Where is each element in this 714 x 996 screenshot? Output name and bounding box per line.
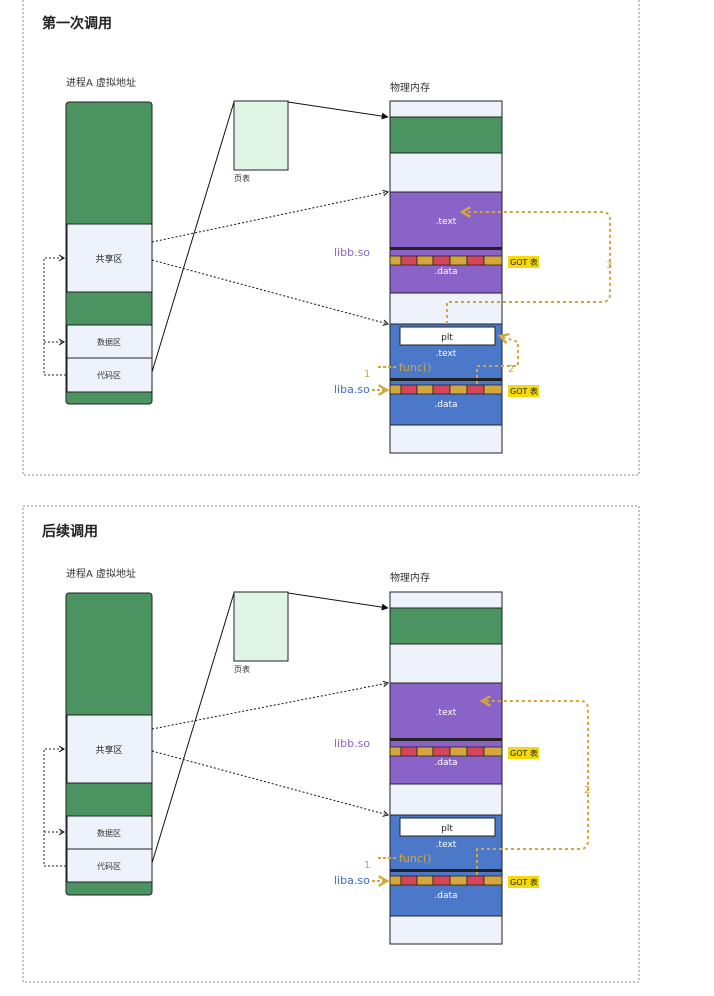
virtual-memory-column [65, 101, 153, 405]
libb-label: libb.so [334, 737, 370, 750]
liba-got-label: GOT 表 [510, 386, 538, 396]
func-label: func() [399, 852, 431, 865]
libb-text-label: .text [436, 708, 457, 718]
page-table [233, 591, 289, 662]
page-table-label: 页表 [234, 173, 250, 183]
libb-got-badge [508, 256, 539, 268]
plt-label: plt [441, 333, 453, 343]
page-table-label: 页表 [234, 664, 250, 674]
plt-label: plt [441, 824, 453, 834]
pagetable-to-phys-arrow [287, 592, 389, 611]
liba-data-label: .data [434, 400, 457, 410]
pagetable-to-phys-arrow [287, 101, 389, 120]
libb-label: libb.so [334, 246, 370, 259]
step1-number: 1 [364, 369, 370, 380]
panel-title: 第一次调用 [42, 15, 112, 32]
libb-block [389, 682, 503, 785]
libb-got-label: GOT 表 [510, 257, 538, 267]
plt-box [399, 817, 496, 837]
phys-mem-label: 物理内存 [390, 571, 430, 584]
page-table [233, 100, 289, 171]
code-to-shared-link [43, 745, 66, 867]
panel-subsequent-call: 后续调用 进程A 虚拟地址 共享区 数据区 代码区 页表 物理内存 [22, 505, 640, 983]
liba-data-label: .data [434, 891, 457, 901]
shared-region [66, 223, 153, 293]
libb-got-cells [389, 746, 503, 757]
libb-data-label: .data [434, 758, 457, 768]
liba-got-badge [508, 876, 539, 888]
libb-got-badge [508, 747, 539, 759]
step3-number: 3 [606, 260, 612, 271]
liba-text-label: .text [436, 840, 457, 850]
func-label: func() [399, 361, 431, 374]
step2-number: 2 [508, 364, 514, 375]
step2-path [476, 332, 519, 384]
liba-got-cells [389, 875, 503, 886]
panel-border [22, 505, 640, 983]
step2-path [476, 695, 589, 875]
shared-to-liba-arrow [151, 750, 390, 817]
code-region [66, 357, 153, 393]
data-region-label: 数据区 [97, 337, 121, 347]
shared-region-label: 共享区 [95, 744, 122, 756]
step1-number: 1 [364, 860, 370, 871]
code-region-label: 代码区 [97, 370, 121, 380]
vmem-to-pagetable-line [151, 592, 235, 864]
libb-got-label: GOT 表 [510, 748, 538, 758]
liba-got-cells [389, 384, 503, 395]
liba-label: liba.so [334, 383, 370, 396]
shared-to-libb-arrow [151, 680, 390, 730]
step2-number: 2 [584, 785, 590, 796]
phys-mem-label: 物理内存 [390, 81, 430, 94]
shared-to-liba-arrow [151, 259, 390, 326]
data-region [66, 324, 153, 359]
libb-text-label: .text [436, 217, 457, 227]
liba-got-badge [508, 385, 539, 397]
code-region-label: 代码区 [97, 861, 121, 871]
libb-data-label: .data [434, 267, 457, 277]
libb-got-cells [389, 255, 503, 266]
panel-title: 后续调用 [42, 523, 98, 540]
data-region-label: 数据区 [97, 828, 121, 838]
libb-block [389, 191, 503, 294]
code-region [66, 848, 153, 883]
shared-region [66, 714, 153, 784]
virtual-memory-column [65, 592, 153, 896]
vmem-label: 进程A 虚拟地址 [66, 76, 136, 89]
data-region [66, 815, 153, 850]
plt-box [399, 326, 496, 346]
shared-to-libb-arrow [151, 189, 390, 243]
liba-got-label: GOT 表 [510, 877, 538, 887]
liba-label: liba.so [334, 874, 370, 887]
code-to-shared-link [43, 254, 66, 376]
shared-region-label: 共享区 [95, 253, 122, 265]
panel-first-call: 第一次调用 进程A 虚拟地址 共享区 数据区 代码区 页表 物理内存 [22, 0, 640, 476]
liba-text-label: .text [436, 349, 457, 359]
vmem-to-pagetable-line [151, 101, 235, 373]
vmem-label: 进程A 虚拟地址 [66, 567, 136, 580]
